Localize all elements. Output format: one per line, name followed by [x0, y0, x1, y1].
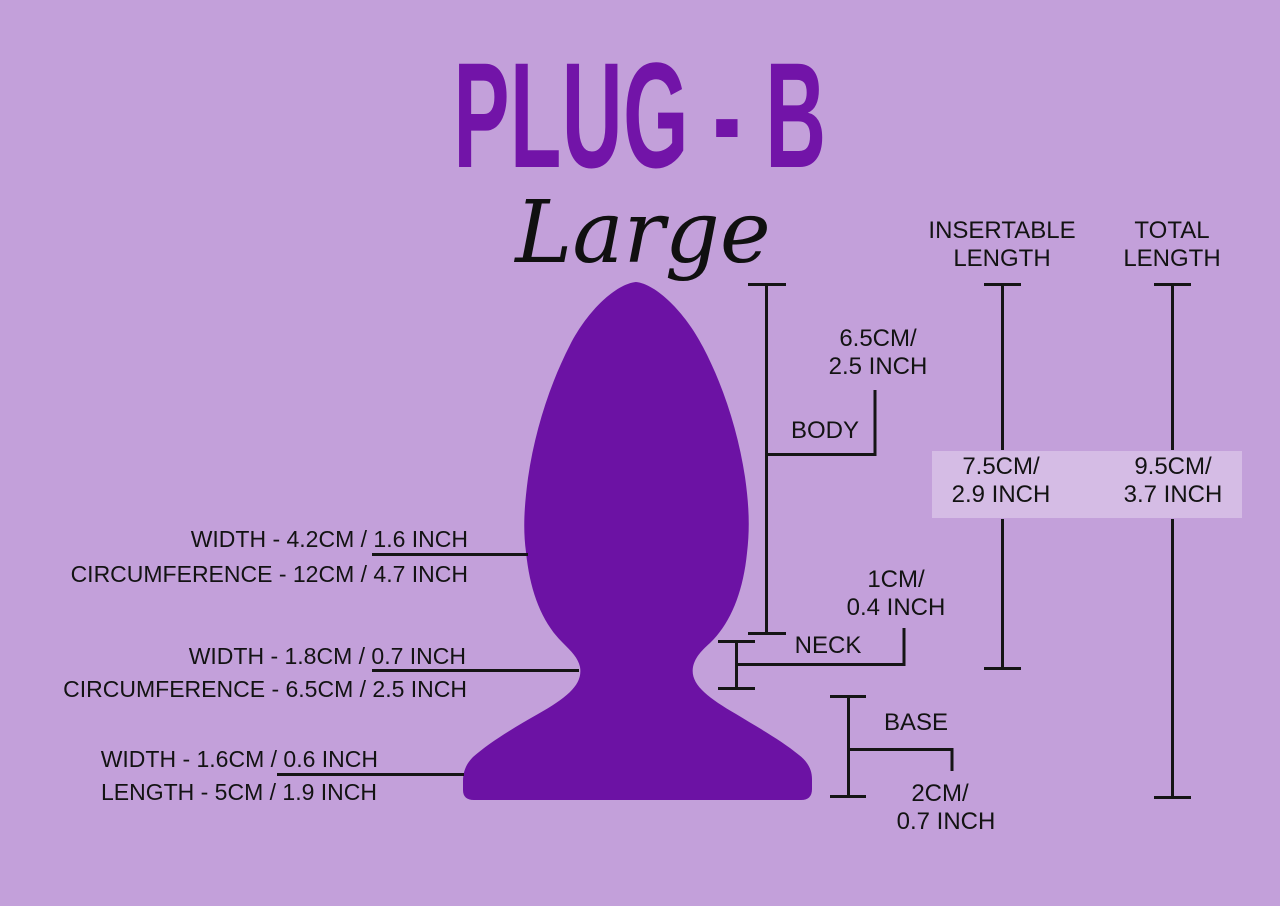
- insertable-length-line: [984, 283, 1021, 670]
- total-length-header-line2: LENGTH: [1123, 245, 1221, 272]
- plug-silhouette: [463, 282, 812, 800]
- base-value-cm: 2CM/: [911, 780, 969, 807]
- base-value-inch: 0.7 INCH: [896, 808, 996, 835]
- body-label: BODY: [790, 417, 860, 444]
- insertable-length-header-line2: LENGTH: [953, 245, 1051, 272]
- neck-label: NECK: [794, 632, 862, 659]
- base-label: BASE: [883, 709, 949, 736]
- neck-measurement-lines: [718, 628, 906, 690]
- insertable-length-value-inch: 2.9 INCH: [951, 481, 1051, 508]
- total-length-value-inch: 3.7 INCH: [1123, 481, 1223, 508]
- neck-value-cm: 1CM/: [867, 566, 925, 593]
- highlight-band: [932, 451, 1242, 518]
- body-measurement-lines: [748, 283, 877, 635]
- neck-value-inch: 0.4 INCH: [846, 594, 946, 621]
- total-length-value-cm: 9.5CM/: [1134, 453, 1212, 480]
- product-title: PLUG - B: [453, 31, 827, 199]
- insertable-length-header-line1: INSERTABLE: [928, 217, 1076, 244]
- body-value-cm: 6.5CM/: [839, 325, 917, 352]
- total-length-header-line1: TOTAL: [1134, 217, 1210, 244]
- total-length-line: [1154, 283, 1191, 799]
- base-length-label: LENGTH - 5CM / 1.9 INCH: [100, 779, 377, 805]
- neck-width-label: WIDTH - 1.8CM / 0.7 INCH: [188, 643, 466, 669]
- neck-circumference-label: CIRCUMFERENCE - 6.5CM / 2.5 INCH: [63, 676, 467, 702]
- width-leader-lines: [277, 553, 579, 776]
- base-measurement-lines: [830, 695, 954, 798]
- body-circumference-label: CIRCUMFERENCE - 12CM / 4.7 INCH: [70, 561, 468, 587]
- insertable-length-value-cm: 7.5CM/: [962, 453, 1040, 480]
- size-subtitle: Large: [515, 183, 771, 283]
- base-width-label: WIDTH - 1.6CM / 0.6 INCH: [100, 746, 378, 772]
- body-width-label: WIDTH - 4.2CM / 1.6 INCH: [190, 526, 468, 552]
- body-value-inch: 2.5 INCH: [828, 353, 928, 380]
